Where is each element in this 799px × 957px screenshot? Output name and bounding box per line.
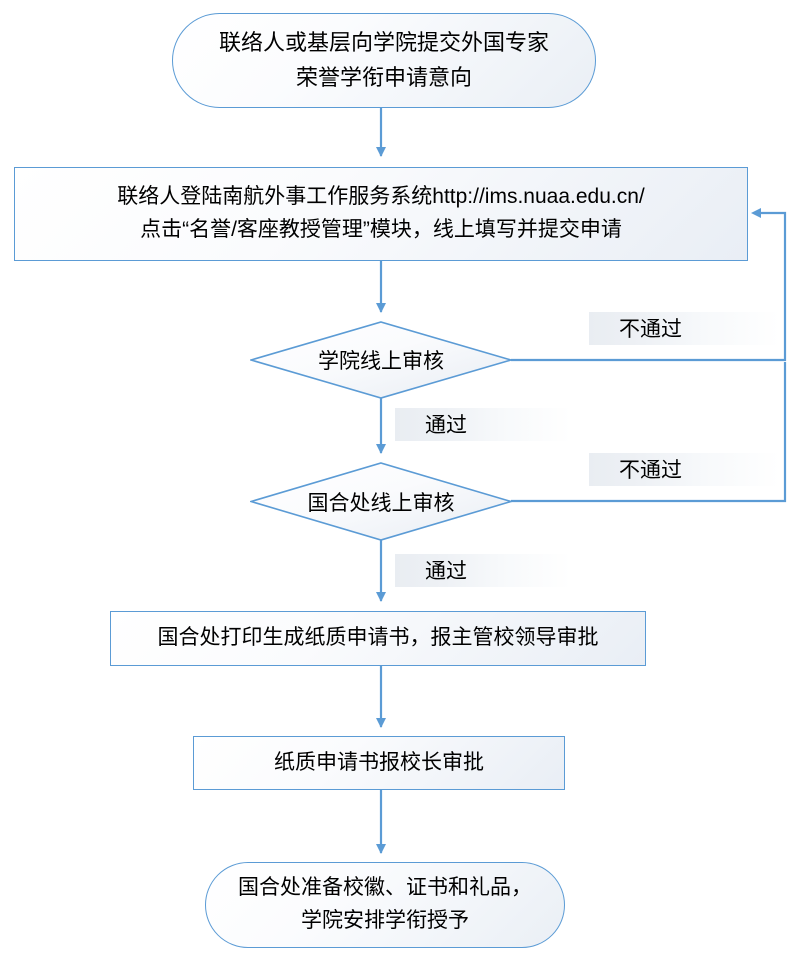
node-college-review-label: 学院线上审核 xyxy=(318,350,444,373)
edge-label-ghc-pass: 通过 xyxy=(395,554,571,587)
edge-label-college-pass: 通过 xyxy=(395,408,571,441)
node-start[interactable]: 联络人或基层向学院提交外国专家 荣誉学衔申请意向 xyxy=(172,13,596,108)
edge-label-ghc-reject: 不通过 xyxy=(589,453,780,486)
node-college-review[interactable]: 学院线上审核 xyxy=(250,321,512,399)
diamond-shape-ghc xyxy=(250,462,512,541)
diamond-shape-college xyxy=(250,321,512,399)
node-ceremony[interactable]: 国合处准备校徽、证书和礼品， 学院安排学衔授予 xyxy=(205,862,565,948)
node-submit-online[interactable]: 联络人登陆南航外事工作服务系统http://ims.nuaa.edu.cn/ 点… xyxy=(14,167,748,261)
node-ghc-review-label: 国合处线上审核 xyxy=(307,491,455,515)
node-ghc-review[interactable]: 国合处线上审核 xyxy=(250,462,512,541)
node-print-paper[interactable]: 国合处打印生成纸质申请书，报主管校领导审批 xyxy=(110,611,646,666)
edge-label-college-reject: 不通过 xyxy=(589,312,780,345)
node-president-approve[interactable]: 纸质申请书报校长审批 xyxy=(193,736,565,790)
